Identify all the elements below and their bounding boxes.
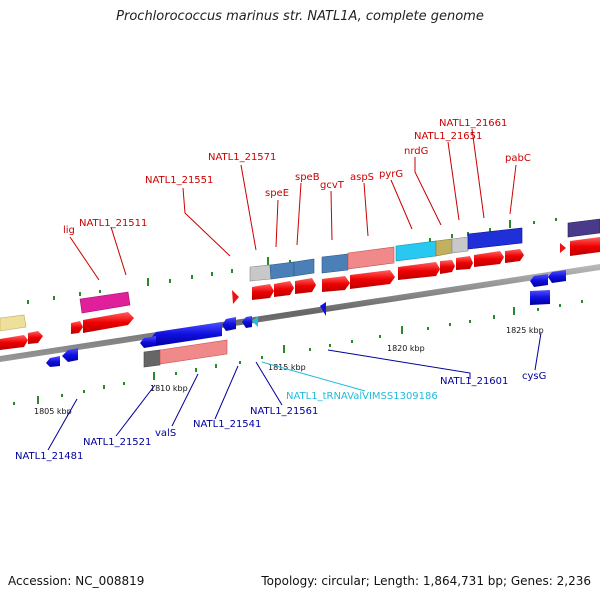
gene-feature xyxy=(440,260,455,274)
gene-label: pabC xyxy=(505,153,531,164)
gene-feature xyxy=(350,270,395,289)
gene-feature xyxy=(567,218,600,238)
gene-label: NATL1_21481 xyxy=(15,451,83,462)
scale-label: 1825 kbp xyxy=(506,326,544,335)
gene-feature xyxy=(505,249,524,263)
map-title: Prochlorococcus marinus str. NATL1A, com… xyxy=(116,9,484,24)
gene-label: NATL1_21651 xyxy=(414,131,482,142)
gene-feature xyxy=(269,261,295,280)
forward-strand-features xyxy=(0,218,600,350)
gene-label: NATL1_21551 xyxy=(145,175,213,186)
leader-lines-top xyxy=(69,128,517,281)
gene-feature xyxy=(242,316,252,328)
gene-feature xyxy=(456,256,473,270)
gene-feature xyxy=(232,290,239,304)
gene-feature xyxy=(474,251,504,267)
gene-labels-bottom: NATL1_21481 NATL1_21521 valS NATL1_21541… xyxy=(15,371,546,462)
gene-feature xyxy=(560,243,566,253)
gene-feature xyxy=(28,331,43,344)
scale-label: 1810 kbp xyxy=(150,384,188,393)
gene-feature xyxy=(295,278,316,294)
reverse-strand-features xyxy=(46,270,566,368)
gene-label: NATL1_21521 xyxy=(83,437,151,448)
gene-feature xyxy=(435,238,453,257)
gene-feature xyxy=(274,281,294,297)
gene-feature xyxy=(159,339,228,365)
gene-feature xyxy=(0,335,28,350)
gene-feature xyxy=(398,262,440,280)
gene-feature xyxy=(530,290,550,305)
gene-label: aspS xyxy=(350,172,374,183)
gene-feature xyxy=(530,274,548,287)
gene-feature xyxy=(143,349,161,368)
gene-feature xyxy=(79,291,131,314)
gene-feature xyxy=(293,258,315,277)
scale-label: 1815 kbp xyxy=(268,363,306,372)
gene-labels-top: lig NATL1_21511 NATL1_21551 NATL1_21571 … xyxy=(63,118,531,236)
gene-feature xyxy=(222,317,236,331)
gene-label: gcvT xyxy=(320,180,345,191)
gene-feature xyxy=(249,264,272,282)
gene-feature xyxy=(252,284,274,300)
gene-feature xyxy=(347,246,395,270)
gene-feature xyxy=(467,227,523,250)
gene-label: lig xyxy=(63,225,75,236)
gene-label: NATL1_tRNAValVIMSS1309186 xyxy=(286,391,438,402)
gene-label: nrdG xyxy=(404,146,428,157)
gene-label: valS xyxy=(155,428,176,439)
gene-feature xyxy=(320,302,326,316)
gene-label: cysG xyxy=(522,371,546,382)
scale-ticks-lower xyxy=(13,300,583,405)
topology-text: Topology: circular; Length: 1,864,731 bp… xyxy=(261,574,591,588)
scale-labels: 1805 kbp 1810 kbp 1815 kbp 1820 kbp 1825… xyxy=(34,326,544,416)
gene-label: NATL1_21601 xyxy=(440,376,508,387)
gene-feature xyxy=(140,336,156,348)
gene-feature xyxy=(62,348,78,362)
scale-label: 1805 kbp xyxy=(34,407,72,416)
backbone xyxy=(0,264,600,362)
leader-lines-bottom xyxy=(47,332,542,451)
gene-feature xyxy=(150,322,222,346)
gene-label: NATL1_21511 xyxy=(79,218,147,229)
gene-feature xyxy=(570,237,600,256)
gene-label: NATL1_21541 xyxy=(193,419,261,430)
gene-label: NATL1_21561 xyxy=(250,406,318,417)
gene-feature xyxy=(451,236,469,254)
gene-feature xyxy=(46,356,60,367)
gene-feature xyxy=(83,312,134,333)
gene-feature xyxy=(71,321,83,334)
gene-label: speB xyxy=(295,172,320,183)
gene-label: NATL1_21571 xyxy=(208,152,276,163)
gene-label: NATL1_21661 xyxy=(439,118,507,129)
gene-label: speE xyxy=(265,188,289,199)
accession-text: Accession: NC_008819 xyxy=(8,574,145,588)
gene-feature xyxy=(322,276,350,292)
scale-label: 1820 kbp xyxy=(387,344,425,353)
gene-feature xyxy=(0,314,27,332)
gene-feature xyxy=(252,316,258,327)
gene-feature xyxy=(548,270,566,283)
gene-label: pyrG xyxy=(379,169,403,180)
gene-feature xyxy=(395,240,437,262)
gene-feature xyxy=(321,253,349,274)
